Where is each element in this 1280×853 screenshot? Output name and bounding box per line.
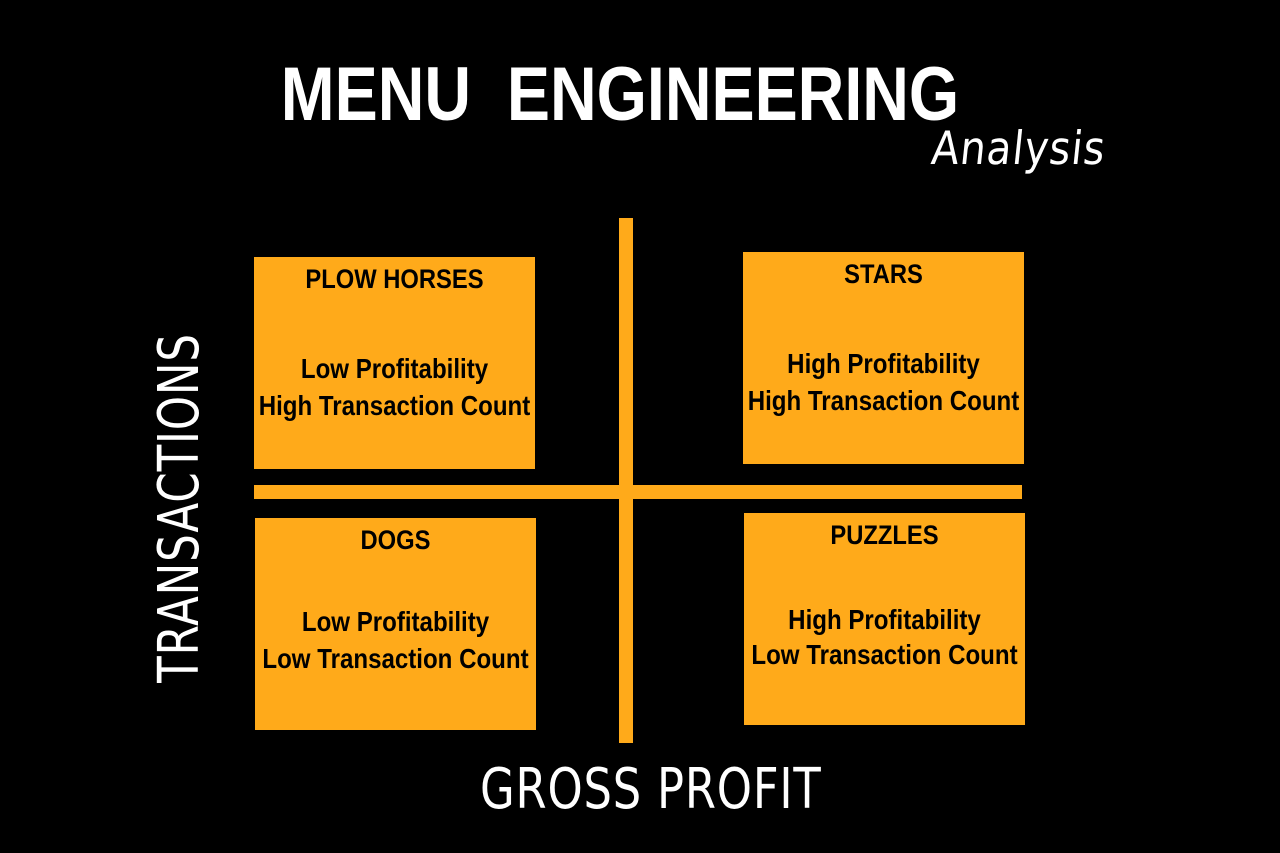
quadrant-plow-horses: PLOW HORSES Low Profitability High Trans… xyxy=(254,257,535,469)
quadrant-profitability: High Profitability xyxy=(787,348,980,379)
quadrant-transaction-count: High Transaction Count xyxy=(747,385,1020,416)
quadrant-heading: PLOW HORSES xyxy=(305,264,484,294)
quadrant-heading: PUZZLES xyxy=(830,520,939,550)
quadrant-profitability: Low Profitability xyxy=(300,353,489,384)
x-axis-label: GROSS PROFIT xyxy=(480,757,822,822)
quadrant-transaction-count: Low Transaction Count xyxy=(751,639,1018,670)
quadrant-dogs: DOGS Low Profitability Low Transaction C… xyxy=(255,518,536,730)
quadrant-transaction-count: Low Transaction Count xyxy=(262,643,529,674)
quadrant-heading: DOGS xyxy=(360,525,431,555)
quadrant-heading: STARS xyxy=(844,259,923,289)
page-subtitle: Analysis xyxy=(929,121,1109,175)
horizontal-divider xyxy=(254,485,1022,499)
page-title: MENU ENGINEERING xyxy=(280,52,960,137)
quadrant-profitability: Low Profitability xyxy=(301,606,490,637)
quadrant-stars: STARS High Profitability High Transactio… xyxy=(743,252,1024,464)
quadrant-transaction-count: High Transaction Count xyxy=(258,390,531,421)
quadrant-profitability: High Profitability xyxy=(788,604,981,635)
quadrant-puzzles: PUZZLES High Profitability Low Transacti… xyxy=(744,513,1025,725)
vertical-divider xyxy=(619,218,633,743)
y-axis-label: TRANSACTIONS xyxy=(147,333,212,683)
